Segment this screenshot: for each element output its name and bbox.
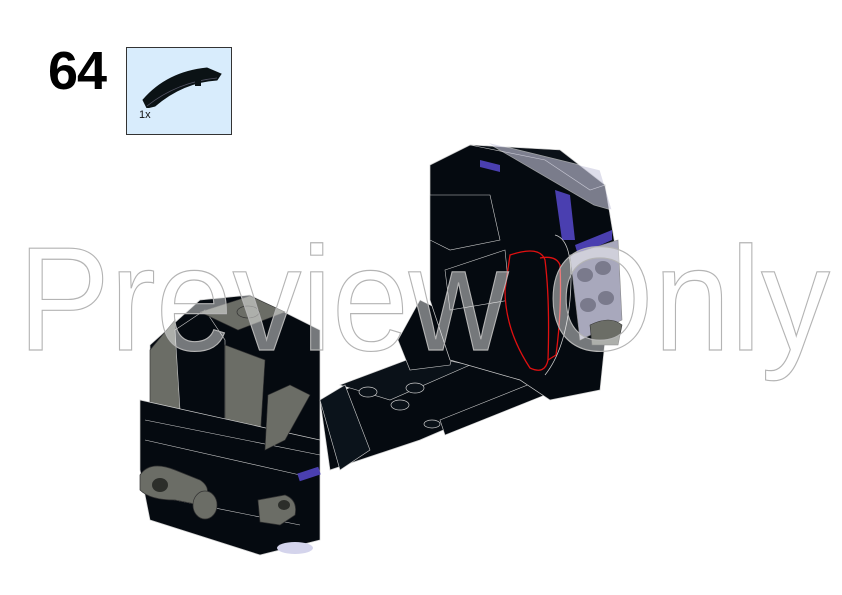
curved-slope-black-icon bbox=[142, 67, 222, 108]
step-number: 64 bbox=[48, 41, 107, 101]
parts-callout-box: 1x bbox=[126, 47, 232, 135]
part-quantity: 1x bbox=[139, 109, 151, 121]
